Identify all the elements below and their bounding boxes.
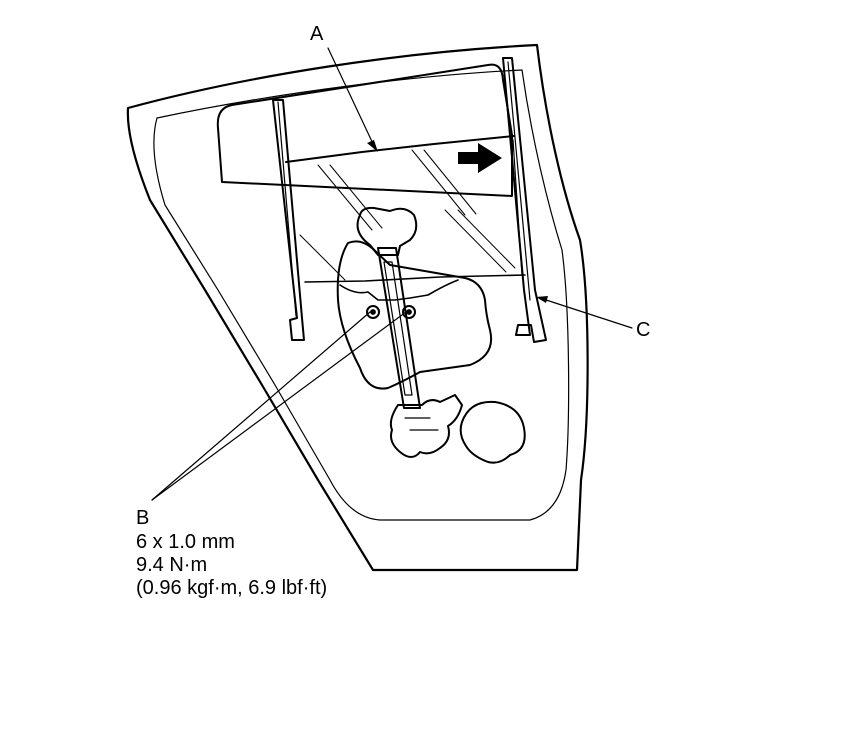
regulator-motor <box>389 394 463 458</box>
plate-edge <box>339 279 459 301</box>
leader-b-right <box>151 311 407 501</box>
door-inner-trim <box>153 69 570 521</box>
glass-hatching <box>299 149 516 281</box>
left-run-channel-inner <box>277 101 297 317</box>
regulator-top-bracket <box>356 206 418 256</box>
regulator-rail <box>377 247 421 409</box>
bolt-size: 6 x 1.0 mm <box>136 531 235 553</box>
service-hole <box>459 400 526 464</box>
torque-spec: 6 x 1.0 mm 9.4 N·m (0.96 kgf·m, 6.9 lbf·… <box>136 531 327 600</box>
callout-c: C <box>636 319 651 341</box>
direction-arrow <box>458 143 502 173</box>
door-outer-panel <box>126 43 589 572</box>
right-run-channel-inner <box>507 61 531 301</box>
torque-value: 9.4 N·m <box>136 554 208 576</box>
regulator-plate <box>336 240 492 390</box>
leader-c-arrowhead <box>536 296 548 303</box>
leader-a-arrowhead <box>367 140 378 152</box>
bolt-b-right <box>402 305 416 319</box>
leader-c <box>539 297 633 329</box>
glass-lower-edge <box>285 135 515 163</box>
callout-a: A <box>310 23 324 45</box>
left-run-channel <box>272 99 305 341</box>
callout-b: B <box>136 507 150 529</box>
leader-b-left <box>151 311 371 501</box>
bolt-b-left <box>366 305 380 319</box>
torque-value-alt: (0.96 kgf·m, 6.9 lbf·ft) <box>136 577 328 599</box>
glass-outline-low <box>304 274 526 283</box>
regulator-rail-inner <box>383 261 413 396</box>
right-run-channel <box>502 57 547 343</box>
leader-a <box>327 47 376 149</box>
window-glass <box>216 63 513 197</box>
regulator-motor-detail <box>404 417 439 431</box>
